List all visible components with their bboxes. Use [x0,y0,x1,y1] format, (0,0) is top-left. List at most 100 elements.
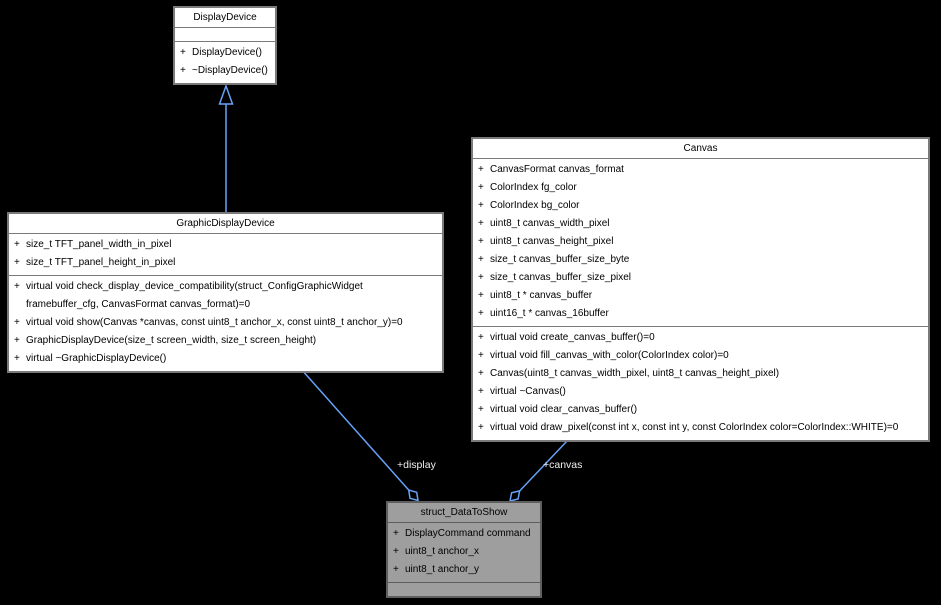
member-row: + virtual void draw_pixel(const int x, co… [473,419,928,437]
member-row: + virtual void clear_canvas_buffer() [473,401,928,419]
member-row: + uint8_t anchor_y [388,561,540,579]
member-row: + virtual ~Canvas() [473,383,928,401]
member-row: + virtual void show(Canvas *canvas, const… [9,314,442,332]
member-text: uint8_t anchor_x [405,546,479,557]
member-text: CanvasFormat canvas_format [490,164,624,175]
methods-section: + virtual void check_display_device_compa… [9,275,442,371]
member-row: + size_t canvas_buffer_size_byte [473,251,928,269]
inheritance-triangle-icon [218,83,234,105]
class-struct-datatoshow[interactable]: struct_DataToShow + DisplayCommand comman… [386,501,542,598]
member-text: uint8_t * canvas_buffer [490,290,593,301]
visibility-public-sign: + [478,308,484,319]
visibility-public-sign: + [478,386,484,397]
visibility-public-sign: + [478,254,484,265]
member-text: virtual void clear_canvas_buffer() [490,404,638,415]
member-text: size_t canvas_buffer_size_pixel [490,272,632,283]
member-text: size_t canvas_buffer_size_byte [490,254,630,265]
member-row: +DisplayDevice() [175,44,275,62]
attributes-section: + size_t TFT_panel_width_in_pixel + size_t … [9,233,442,275]
class-graphic-display-device[interactable]: GraphicDisplayDevice + size_t TFT_panel_w… [7,212,444,373]
visibility-public-sign: + [478,218,484,229]
member-text: virtual ~Canvas() [490,386,566,397]
visibility-public-sign: + [478,290,484,301]
visibility-public-sign: + [393,546,399,557]
member-text: uint8_t anchor_y [405,564,479,575]
member-text: ~DisplayDevice() [192,65,268,76]
visibility-public-sign: + [478,350,484,361]
member-row: + CanvasFormat canvas_format [473,161,928,179]
member-row: + ColorIndex bg_color [473,197,928,215]
visibility-public-sign: + [478,236,484,247]
member-text: ColorIndex fg_color [490,182,577,193]
visibility-public-sign: + [393,528,399,539]
member-text: virtual void check_display_device_compat… [26,281,363,310]
member-text: virtual void create_canvas_buffer()=0 [490,332,655,343]
class-title: struct_DataToShow [420,507,508,518]
member-text: DisplayCommand command [405,528,531,539]
member-row: + ~DisplayDevice() [175,62,275,80]
attributes-section: + CanvasFormat canvas_format + ColorIndex f… [473,158,928,326]
member-text: uint8_t canvas_width_pixel [490,218,610,229]
member-row: + uint8_t anchor_x [388,543,540,561]
aggregation-canvas-edge-line [519,439,569,492]
member-text: uint8_t canvas_height_pixel [490,236,614,247]
methods-section: +DisplayDevice() + ~DisplayDevice() [175,41,275,83]
member-text: virtual void show(Canvas *canvas, const … [26,317,403,328]
member-text: virtual ~GraphicDisplayDevice() [26,353,167,364]
member-text: virtual void draw_pixel(const int x, con… [490,422,899,433]
visibility-public-sign: + [14,353,20,364]
methods-section [388,582,540,596]
class-title: Canvas [683,143,718,154]
member-row: + uint8_t canvas_height_pixel [473,233,928,251]
member-row: + ColorIndex fg_color [473,179,928,197]
class-title: DisplayDevice [193,12,257,23]
member-row: + uint8_t * canvas_buffer [473,287,928,305]
visibility-public-sign: + [478,182,484,193]
methods-section: + virtual void create_canvas_buffer()=0 + v… [473,326,928,440]
visibility-public-sign: + [478,164,484,175]
member-text: size_t TFT_panel_width_in_pixel [26,239,172,250]
member-text: DisplayDevice() [192,47,263,58]
member-row: + virtual void check_display_device_compa… [9,278,442,314]
member-row: + size_t canvas_buffer_size_pixel [473,269,928,287]
class-display-device[interactable]: DisplayDevice +DisplayDevice() + ~DisplayD… [173,6,277,85]
edge-label-display: +display [397,459,436,471]
visibility-public-sign: + [14,281,20,292]
member-row: + GraphicDisplayDevice(size_t screen_widt… [9,332,442,350]
member-row: + uint8_t canvas_width_pixel [473,215,928,233]
aggregation-canvas-diamond-icon [509,489,521,503]
member-row: + uint16_t * canvas_16buffer [473,305,928,323]
member-text: ColorIndex bg_color [490,200,580,211]
member-text: size_t TFT_panel_height_in_pixel [26,257,176,268]
visibility-public-sign: + [14,335,20,346]
visibility-public-sign: + [478,332,484,343]
attributes-section: + DisplayCommand command + uint8_t anchor_x… [388,522,540,582]
visibility-public-sign: + [478,200,484,211]
aggregation-display-diamond-icon [407,488,419,502]
visibility-public-sign: + [478,368,484,379]
member-row: + size_t TFT_panel_height_in_pixel [9,254,442,272]
visibility-public-sign: + [14,317,20,328]
member-row: + virtual void create_canvas_buffer()=0 [473,329,928,347]
visibility-public-sign: + [478,422,484,433]
attributes-section [175,27,275,41]
visibility-public-sign: + [478,272,484,283]
visibility-public-sign: + [478,404,484,415]
member-text: Canvas(uint8_t canvas_width_pixel, uint8… [490,368,780,379]
member-text: uint16_t * canvas_16buffer [490,308,609,319]
member-row: + virtual ~GraphicDisplayDevice() [9,350,442,368]
member-row: + DisplayCommand command [388,525,540,543]
visibility-public-sign: + [180,65,186,76]
class-canvas[interactable]: Canvas + CanvasFormat canvas_format + Color… [471,137,930,442]
class-title: GraphicDisplayDevice [176,218,275,229]
visibility-public-sign: + [14,257,20,268]
member-row: + Canvas(uint8_t canvas_width_pixel, uint… [473,365,928,383]
aggregation-display-edge-line [292,359,410,491]
member-text: virtual void fill_canvas_with_color(Colo… [490,350,729,361]
member-row: + size_t TFT_panel_width_in_pixel [9,236,442,254]
visibility-public-sign: + [393,564,399,575]
visibility-public-sign: + [14,239,20,250]
member-text: GraphicDisplayDevice(size_t screen_width… [26,335,317,346]
